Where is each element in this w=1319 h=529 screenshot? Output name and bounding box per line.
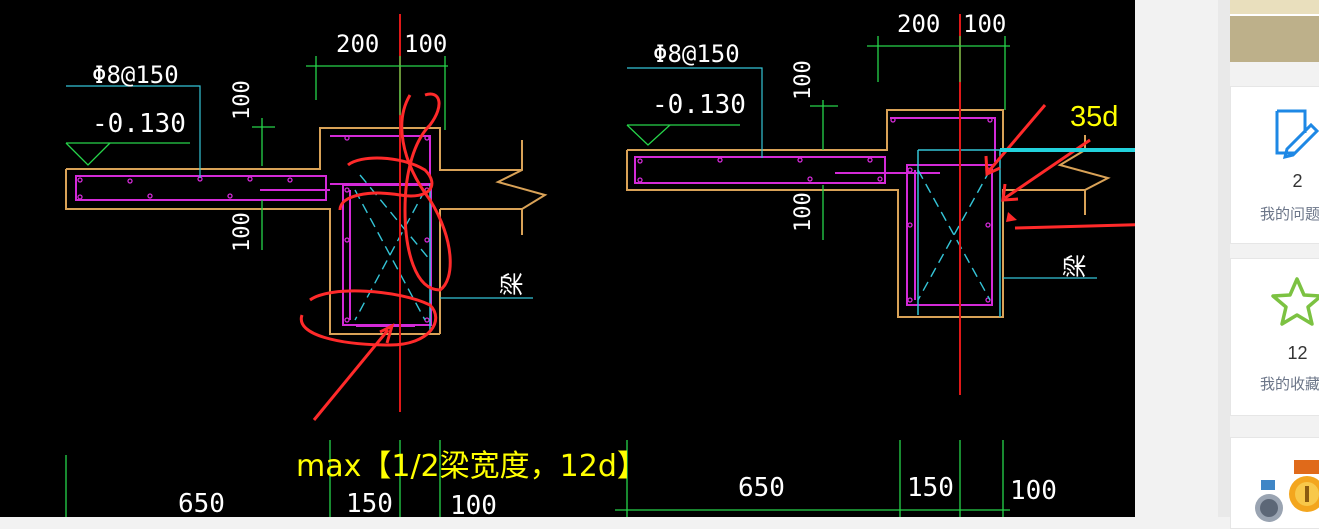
- sidebar-gutter: [1218, 0, 1230, 517]
- right-dim-bottom-1: 650: [738, 473, 785, 503]
- my-questions-card[interactable]: 2 我的问题: [1230, 86, 1319, 244]
- right-dim-vert-upper: 100: [791, 60, 816, 100]
- right-elevation: -0.130: [652, 90, 746, 120]
- left-dim-bottom-2: 150: [346, 489, 393, 517]
- left-dim-top-1: 200: [336, 30, 379, 58]
- left-dim-bottom-3: 100: [450, 491, 497, 517]
- achievements-card[interactable]: [1230, 437, 1319, 529]
- left-dim-bottom-1: 650: [178, 489, 225, 517]
- my-questions-label: 我的问题: [1260, 206, 1319, 223]
- right-dim-top-1: 200: [897, 10, 940, 38]
- my-favorites-label: 我的收藏: [1260, 376, 1319, 393]
- left-beam-label: 梁: [498, 272, 526, 296]
- cad-drawing: Φ8@150 -0.130 200 100 100 100 梁 650 150 …: [65, 10, 1135, 517]
- right-detail: Φ8@150 -0.130 200 100 100 100 梁 650 150 …: [615, 10, 1135, 517]
- left-rebar-spec: Φ8@150: [92, 61, 179, 89]
- right-rebar-spec: Φ8@150: [653, 40, 740, 68]
- banner-thumbnail[interactable]: [1230, 0, 1319, 62]
- my-favorites-count: 12: [1287, 343, 1308, 363]
- left-dim-top-2: 100: [404, 30, 447, 58]
- left-elevation: -0.130: [92, 109, 186, 139]
- edit-note-icon: [1275, 109, 1319, 160]
- right-dim-top-2: 100: [963, 10, 1006, 38]
- cad-drawing-canvas: Φ8@150 -0.130 200 100 100 100 梁 650 150 …: [0, 0, 1135, 517]
- left-dim-vert-lower: 100: [230, 212, 255, 252]
- my-questions-count: 2: [1292, 171, 1303, 191]
- right-beam-label: 梁: [1061, 254, 1089, 278]
- left-dim-vert-upper: 100: [230, 80, 255, 120]
- medal-icon: [1255, 460, 1319, 522]
- right-dim-bottom-3: 100: [1010, 476, 1057, 506]
- max-rule-annotation: max【1/2梁宽度，12d】: [296, 449, 647, 484]
- right-dim-bottom-2: 150: [907, 473, 954, 503]
- star-icon: [1271, 277, 1319, 326]
- left-detail: Φ8@150 -0.130 200 100 100 100 梁 650 150 …: [65, 14, 548, 517]
- anchorage-annotation: 35d: [1070, 101, 1118, 133]
- my-favorites-card[interactable]: 12 我的收藏: [1230, 258, 1319, 416]
- red-hand-markup: [299, 92, 452, 421]
- right-dim-vert-lower: 100: [791, 192, 816, 232]
